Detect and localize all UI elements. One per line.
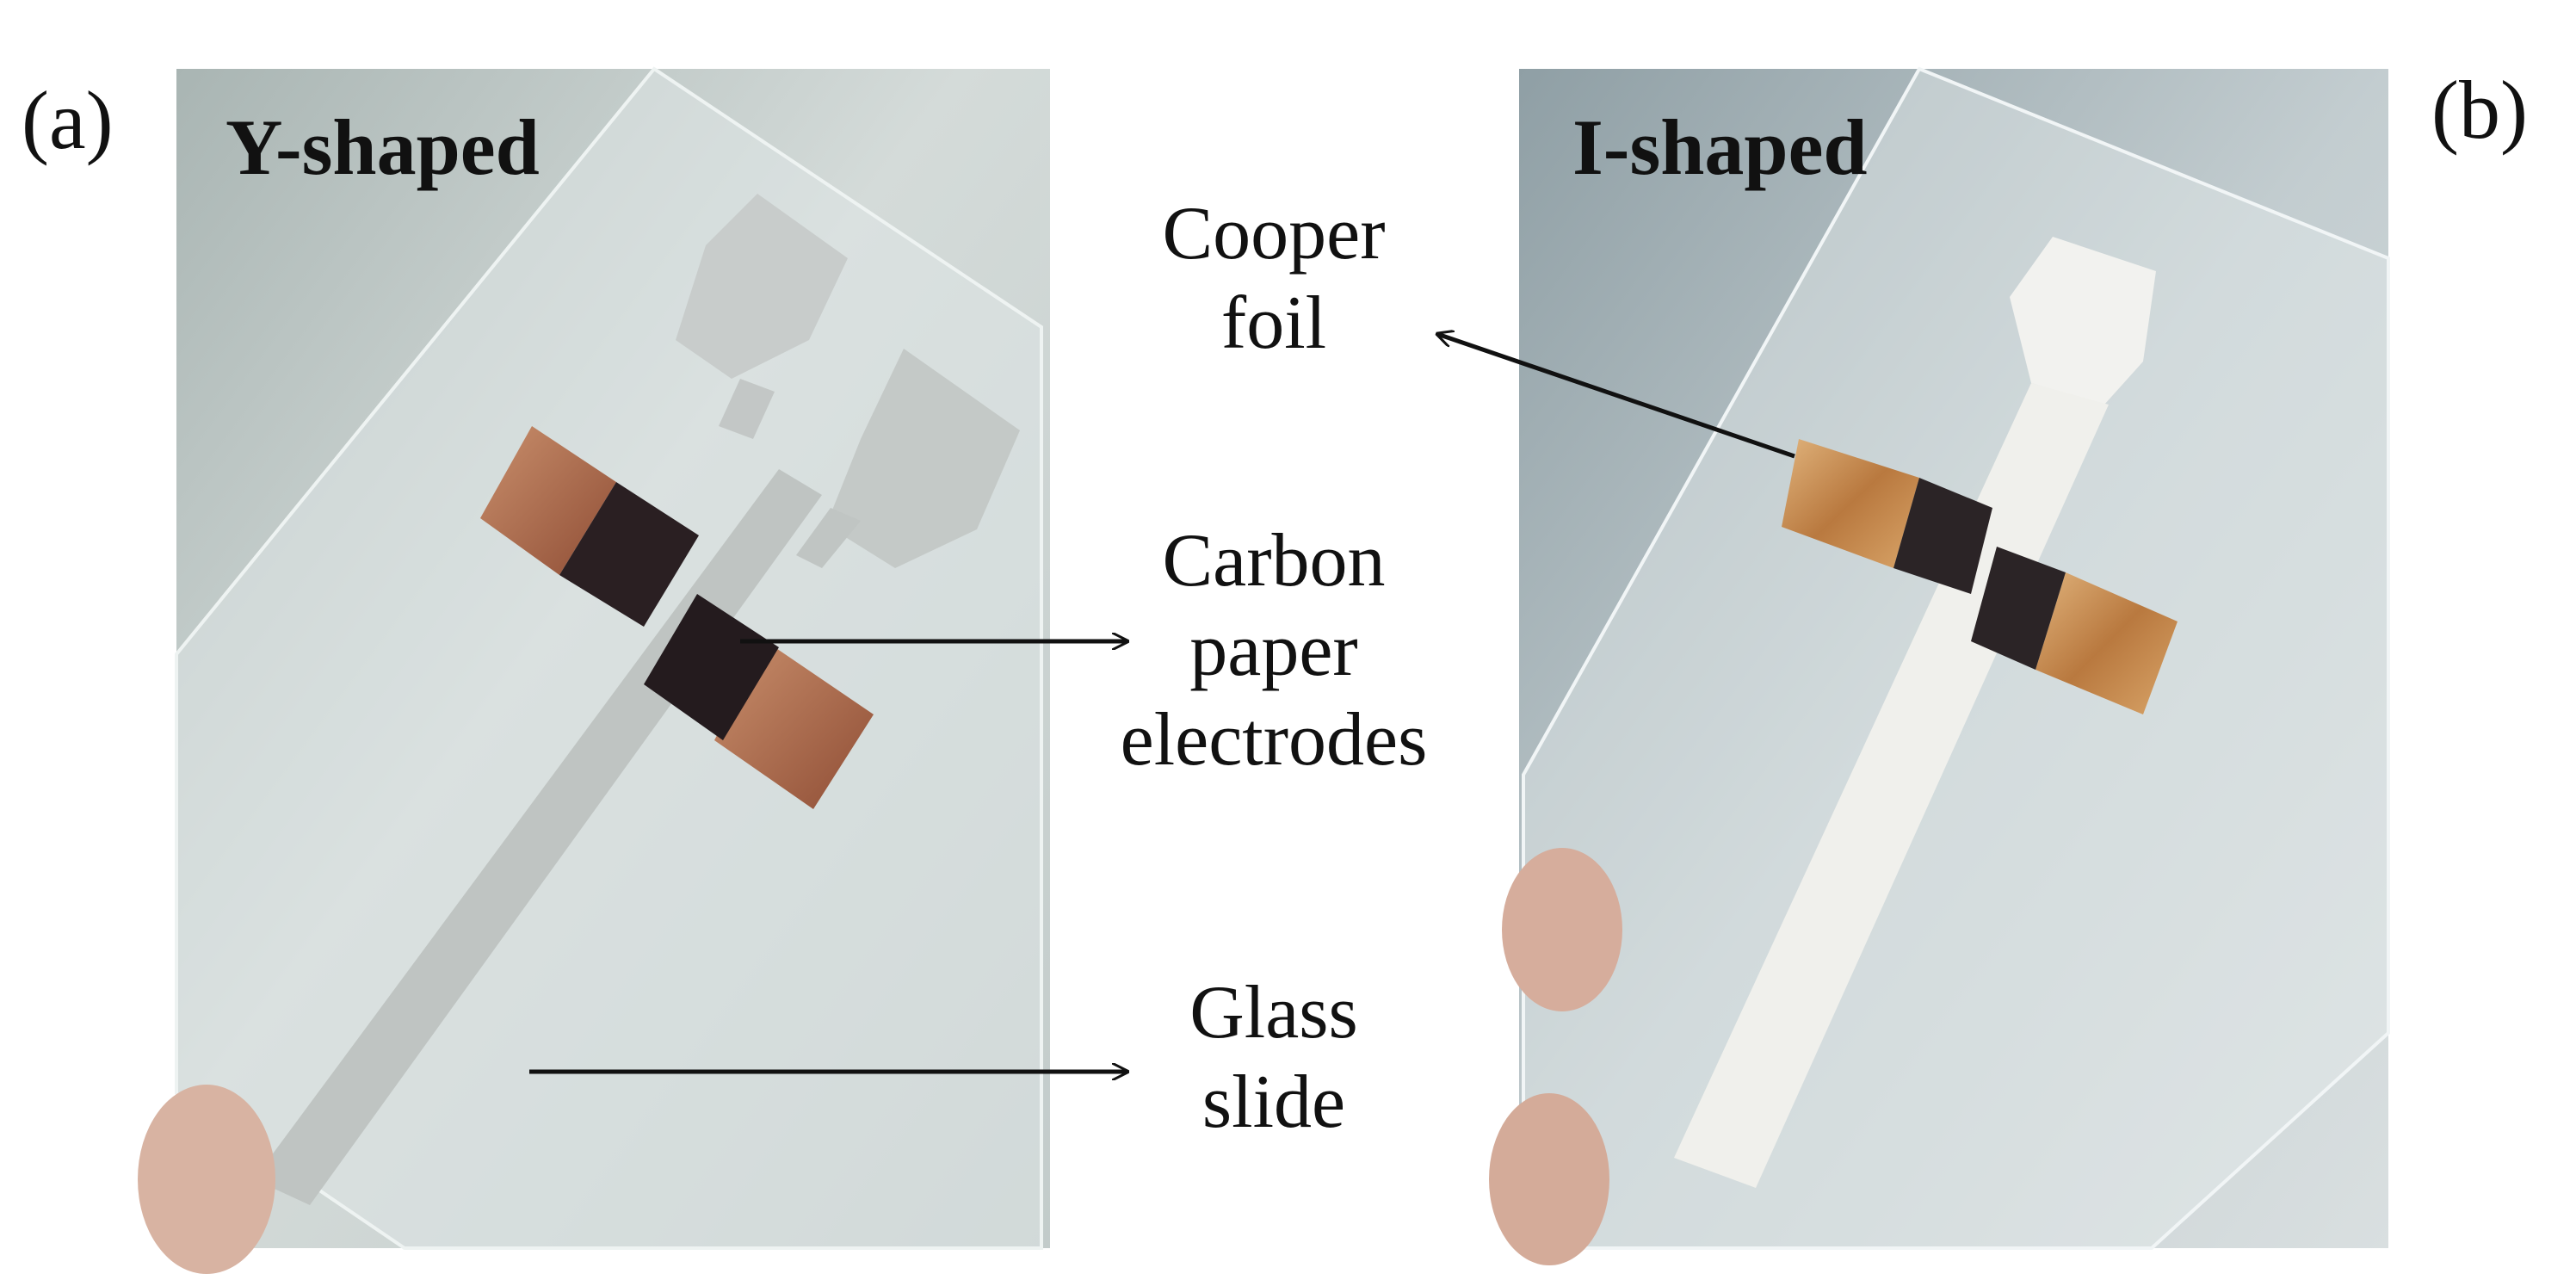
callout-glass-line-1: Glass — [1189, 971, 1358, 1054]
callout-copper-foil: Cooper foil — [1115, 189, 1433, 368]
callout-carbon-paper-electrodes: Carbon paper electrodes — [1093, 516, 1455, 784]
callout-glass-slide: Glass slide — [1127, 968, 1420, 1147]
callout-copper-foil-line-1: Cooper — [1162, 192, 1386, 275]
panel-label-a: (a) — [22, 74, 114, 166]
callout-carbon-line-3: electrodes — [1120, 697, 1428, 782]
photo-i-shaped — [1489, 66, 2390, 1265]
title-y-shaped: Y-shaped — [225, 103, 540, 191]
photo-y-shaped — [138, 66, 1050, 1274]
panel-label-b: (b) — [2431, 64, 2528, 156]
title-i-shaped: I-shaped — [1572, 103, 1868, 191]
callout-carbon-line-2: paper — [1189, 608, 1358, 692]
callout-glass-line-2: slide — [1202, 1060, 1346, 1144]
callout-copper-foil-line-2: foil — [1220, 281, 1327, 365]
callout-carbon-line-1: Carbon — [1162, 519, 1386, 603]
arrow-copper-foil — [1437, 334, 1795, 459]
